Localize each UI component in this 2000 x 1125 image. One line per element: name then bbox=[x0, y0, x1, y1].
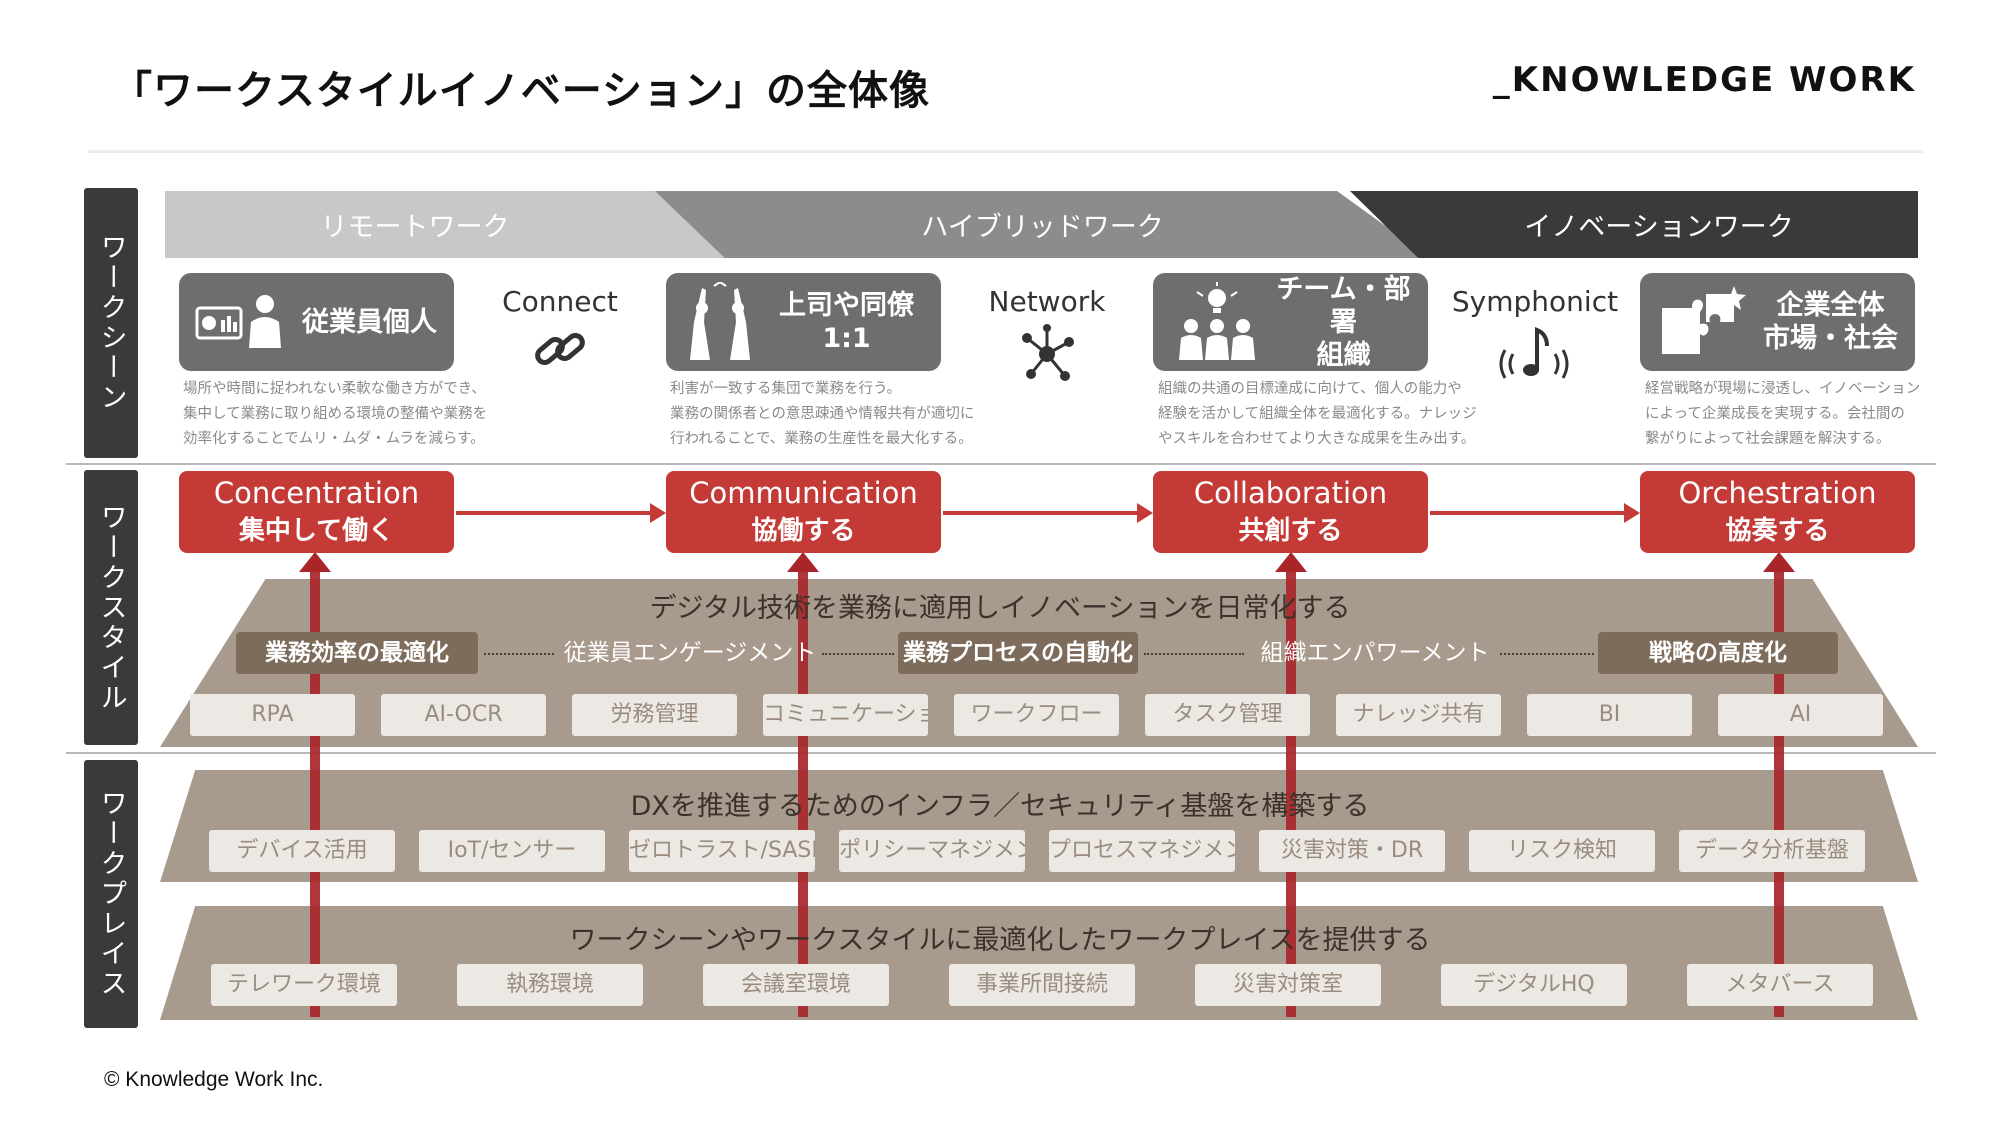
side-label-workstyle: ワークスタイル bbox=[84, 470, 138, 745]
pillar-arrowhead bbox=[299, 552, 331, 572]
workplace-chip: 災害対策室 bbox=[1195, 964, 1381, 1006]
tool-chip: タスク管理 bbox=[1145, 694, 1310, 736]
style-jp-label: 協奏する bbox=[1725, 516, 1830, 546]
side-label-workplace: ワークプレイス bbox=[84, 760, 138, 1028]
style-jp-label: 集中して働く bbox=[238, 516, 395, 546]
theme-strategy: 戦略の高度化 bbox=[1598, 632, 1838, 674]
infra-chip: ポリシーマネジメント bbox=[839, 830, 1025, 872]
section-divider bbox=[66, 463, 1936, 465]
copyright: © Knowledge Work Inc. bbox=[104, 1068, 324, 1091]
infra-chip: 災害対策・DR bbox=[1259, 830, 1445, 872]
pillar-concentration bbox=[310, 562, 320, 1017]
connector-label: Network bbox=[988, 285, 1106, 318]
music-note-icon bbox=[1499, 327, 1569, 379]
scene-description: 組織の共通の目標達成に向けて、個人の能力や経験を活かして組織全体を最適化する。ナ… bbox=[1158, 381, 1477, 447]
style-en-label: Communication bbox=[689, 476, 918, 510]
style-orchestration: Orchestration 協奏する bbox=[1640, 471, 1915, 553]
link-icon bbox=[535, 333, 585, 365]
scene-description: 場所や時間に捉われない柔軟な働き方ができ、集中して業務に取り組める環境の整備や業… bbox=[183, 381, 488, 447]
workplace-chip: テレワーク環境 bbox=[211, 964, 397, 1006]
style-en-label: Orchestration bbox=[1678, 476, 1877, 510]
infra-chip: リスク検知 bbox=[1469, 830, 1655, 872]
pillar-orchestration bbox=[1774, 562, 1784, 1017]
infra-chip: デバイス活用 bbox=[209, 830, 395, 872]
connector-label: Connect bbox=[502, 285, 618, 318]
scene-description: 利害が一致する集団で業務を行う。業務の関係者との意思疎通や情報共有が適切に行われ… bbox=[670, 381, 975, 447]
scene-label: 上司や同僚 1:1 bbox=[779, 290, 914, 354]
style-en-label: Collaboration bbox=[1193, 476, 1388, 510]
page-title: 「ワークスタイルイノベーション」の全体像 bbox=[112, 68, 930, 114]
style-jp-label: 協働する bbox=[751, 516, 856, 546]
progression-arrow bbox=[456, 503, 666, 523]
network-icon bbox=[1022, 324, 1074, 381]
infra-chip: プロセスマネジメント bbox=[1049, 830, 1235, 872]
tool-chip: コミュニケーション bbox=[763, 694, 928, 736]
theme-automation: 業務プロセスの自動化 bbox=[898, 632, 1138, 674]
brand-logo: _KNOWLEDGE WORK bbox=[1492, 60, 1916, 100]
scene-description: 経営戦略が現場に浸透し、イノベーションによって企業成長を実現する。会社間の繋がり… bbox=[1645, 381, 1921, 447]
side-label-workscene: ワークシーン bbox=[84, 188, 138, 458]
tool-chip: ナレッジ共有 bbox=[1336, 694, 1501, 736]
progression-arrow bbox=[943, 503, 1153, 523]
workplace-heading: ワークシーンやワークスタイルに最適化したワークプレイスを提供する bbox=[569, 925, 1431, 956]
pillar-arrowhead bbox=[787, 552, 819, 572]
pillar-arrowhead bbox=[1275, 552, 1307, 572]
infra-chip: ゼロトラスト/SASE bbox=[629, 830, 815, 872]
scene-team: チーム・部署 組織 bbox=[1153, 273, 1428, 371]
dotted-link bbox=[484, 653, 554, 655]
tool-chip: ワークフロー bbox=[954, 694, 1119, 736]
workplace-chip: デジタルHQ bbox=[1441, 964, 1627, 1006]
tool-chip: 労務管理 bbox=[572, 694, 737, 736]
infrastructure-heading: DXを推進するためのインフラ／セキュリティ基盤を構築する bbox=[630, 791, 1370, 822]
dotted-link bbox=[1144, 653, 1244, 655]
scene-enterprise: 企業全体 市場・社会 bbox=[1640, 273, 1915, 371]
progression-arrow bbox=[1430, 503, 1640, 523]
style-en-label: Concentration bbox=[213, 476, 420, 510]
style-collaboration: Collaboration 共創する bbox=[1153, 471, 1428, 553]
scene-label: チーム・部署 組織 bbox=[1276, 273, 1411, 371]
section-divider bbox=[66, 752, 1936, 754]
workstyle-heading: デジタル技術を業務に適用しイノベーションを日常化する bbox=[649, 593, 1351, 624]
tool-chip: BI bbox=[1527, 694, 1692, 736]
pillar-arrowhead bbox=[1763, 552, 1795, 572]
team-idea-icon bbox=[1179, 282, 1255, 360]
dotted-link bbox=[822, 653, 894, 655]
tool-chip: AI-OCR bbox=[381, 694, 546, 736]
workplace-chip: メタバース bbox=[1687, 964, 1873, 1006]
tool-chip: RPA bbox=[190, 694, 355, 736]
title-divider bbox=[88, 150, 1923, 153]
theme-efficiency: 業務効率の最適化 bbox=[236, 632, 478, 674]
connector-symphonict: Symphonict bbox=[1440, 285, 1630, 384]
link-employee-engagement: 従業員エンゲージメント bbox=[563, 640, 817, 666]
dotted-link bbox=[1500, 653, 1594, 655]
phase-remote-work: リモートワーク bbox=[165, 191, 755, 258]
connector-connect: Connect bbox=[485, 285, 635, 374]
infra-chip: データ分析基盤 bbox=[1679, 830, 1865, 872]
workplace-chip: 事業所間接続 bbox=[949, 964, 1135, 1006]
connector-network: Network bbox=[972, 285, 1122, 384]
style-communication: Communication 協働する bbox=[666, 471, 941, 553]
person-dashboard-icon bbox=[195, 295, 281, 348]
scene-one-on-one: 上司や同僚 1:1 bbox=[666, 273, 941, 371]
link-org-empowerment: 組織エンパワーメント bbox=[1260, 640, 1490, 666]
phase-hybrid-work: ハイブリッドワーク bbox=[655, 191, 1430, 258]
scene-label: 従業員個人 bbox=[302, 306, 437, 338]
scene-individual: 従業員個人 bbox=[179, 273, 454, 371]
phase-innovation-work: イノベーションワーク bbox=[1350, 191, 1918, 258]
pillar-communication bbox=[798, 562, 808, 1017]
infra-chip: IoT/センサー bbox=[419, 830, 605, 872]
high-five-icon bbox=[690, 282, 750, 360]
workplace-chip: 執務環境 bbox=[457, 964, 643, 1006]
workplace-chip: 会議室環境 bbox=[703, 964, 889, 1006]
scene-label: 企業全体 市場・社会 bbox=[1763, 290, 1898, 354]
puzzle-icon bbox=[1662, 286, 1746, 354]
connector-label: Symphonict bbox=[1451, 285, 1619, 318]
pillar-collaboration bbox=[1286, 562, 1296, 1017]
style-jp-label: 共創する bbox=[1238, 516, 1343, 546]
style-concentration: Concentration 集中して働く bbox=[179, 471, 454, 553]
tool-chip: AI bbox=[1718, 694, 1883, 736]
